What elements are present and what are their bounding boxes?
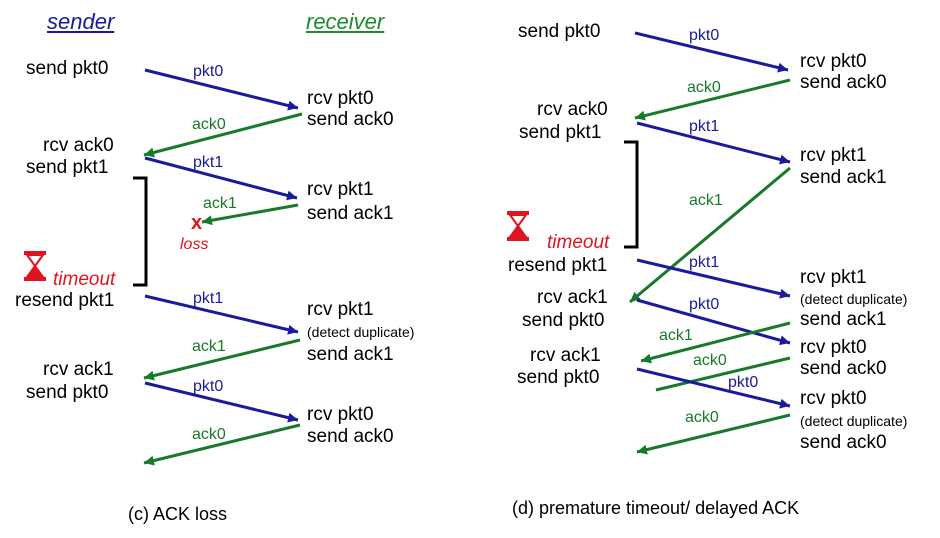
- c-hourglass-icon: [24, 251, 46, 281]
- c-pkt1-resend-arrow: [144, 294, 299, 335]
- c-pkt0-b-arrow: [144, 381, 299, 423]
- c-rcv-ack1: rcv ack1: [43, 359, 114, 380]
- d-ack1-delayed-arrow: [629, 166, 791, 304]
- d-ack1-b-arrow: [640, 321, 791, 364]
- d-pkt0-label: pkt0: [689, 27, 720, 44]
- c-loss-label: loss: [180, 236, 209, 253]
- c-pkt1-arrow: [144, 156, 298, 201]
- d-rcv-ack0: rcv ack0: [537, 99, 608, 120]
- d-pkt1-resend-arrow: [636, 258, 791, 299]
- d-pkt0-c-arrow: [636, 367, 791, 409]
- d-send-pkt0-c: send pkt0: [517, 367, 600, 388]
- c-timeout-bracket: [133, 176, 148, 287]
- c-ack1-arrow: [143, 338, 301, 381]
- d-pkt0-c-label: pkt0: [728, 374, 759, 391]
- c-ack1-b-label: ack1: [192, 338, 226, 355]
- c-pkt0-label: pkt0: [193, 63, 224, 80]
- c-pkt0-b-label: pkt0: [193, 378, 224, 395]
- d-r-rcv-pkt0-b: rcv pkt0: [800, 337, 867, 358]
- d-pkt0-b-label: pkt0: [689, 296, 720, 313]
- c-ack0-label: ack0: [192, 116, 226, 133]
- d-r-send-ack1: send ack1: [800, 167, 887, 188]
- d-ack0-arrow: [634, 78, 791, 121]
- c-caption: (c) ACK loss: [128, 504, 228, 524]
- c-ack0-b-label: ack0: [192, 426, 226, 443]
- d-timeout-label: timeout: [547, 232, 610, 253]
- d-send-pkt1: send pkt1: [519, 122, 602, 143]
- d-pkt0-b-arrow: [636, 298, 791, 346]
- d-ack0-b-label: ack0: [693, 352, 727, 369]
- d-timeout-bracket: [624, 140, 639, 249]
- d-ack0-b-arrow: [655, 356, 791, 392]
- c-send-pkt0: send pkt0: [26, 58, 109, 79]
- c-r-rcv-pkt0-b: rcv pkt0: [307, 404, 374, 425]
- d-r-rcv-pkt1-b: rcv pkt1: [800, 267, 867, 288]
- c-r-rcv-pkt0: rcv pkt0: [307, 88, 374, 109]
- receiver-header: receiver: [306, 9, 385, 34]
- x-mark-icon: x: [191, 212, 203, 234]
- d-pkt1-b-label: pkt1: [689, 254, 720, 271]
- d-r-rcv-pkt0: rcv pkt0: [800, 51, 867, 72]
- d-send-pkt0: send pkt0: [518, 21, 601, 42]
- d-ack0-label: ack0: [687, 79, 721, 96]
- c-ack0-b-arrow: [143, 423, 301, 466]
- c-ack0-arrow: [143, 112, 303, 158]
- c-send-pkt0-b: send pkt0: [26, 382, 109, 403]
- c-r-send-ack0: send ack0: [307, 109, 394, 130]
- c-r-send-ack1-b: send ack1: [307, 344, 394, 365]
- c-send-pkt1: send pkt1: [26, 157, 109, 178]
- d-hourglass-icon: [507, 211, 529, 241]
- d-rcv-ack1-b: rcv ack1: [530, 345, 601, 366]
- d-pkt1-label: pkt1: [689, 118, 720, 135]
- d-rcv-ack1: rcv ack1: [537, 287, 608, 308]
- c-resend-pkt1: resend pkt1: [15, 290, 115, 311]
- c-pkt0-arrow: [144, 68, 299, 111]
- d-ack1-b-label: ack1: [659, 327, 693, 344]
- c-r-detect-duplicate: (detect duplicate): [307, 324, 415, 340]
- c-ack1-label: ack1: [203, 195, 237, 212]
- c-r-send-ack0-b: send ack0: [307, 426, 394, 447]
- d-r-rcv-pkt1: rcv pkt1: [800, 145, 867, 166]
- c-pkt1-b-label: pkt1: [193, 290, 224, 307]
- c-timeout-label: timeout: [53, 269, 116, 290]
- d-pkt1-arrow: [636, 121, 791, 165]
- d-r-detect-duplicate: (detect duplicate): [800, 291, 908, 307]
- c-r-rcv-pkt1: rcv pkt1: [307, 179, 374, 200]
- d-r-send-ack1-b: send ack1: [800, 309, 887, 330]
- c-pkt1-label: pkt1: [193, 154, 224, 171]
- d-ack0-c-arrow: [636, 413, 791, 455]
- d-send-pkt0-b: send pkt0: [522, 310, 605, 331]
- d-r-detect-duplicate-b: (detect duplicate): [800, 413, 908, 429]
- d-r-send-ack0-c: send ack0: [800, 432, 887, 453]
- d-ack0-c-label: ack0: [685, 409, 719, 426]
- d-caption: (d) premature timeout/ delayed ACK: [512, 498, 800, 518]
- sender-header: sender: [47, 9, 115, 34]
- c-r-rcv-pkt1-b: rcv pkt1: [307, 299, 374, 320]
- d-r-send-ack0-b: send ack0: [800, 358, 887, 379]
- c-rcv-ack0: rcv ack0: [43, 135, 114, 156]
- d-r-send-ack0: send ack0: [800, 72, 887, 93]
- c-r-send-ack1: send ack1: [307, 203, 394, 224]
- c-ack1-lost-arrow: [201, 203, 299, 226]
- d-pkt0-arrow: [634, 31, 789, 73]
- d-r-rcv-pkt0-c: rcv pkt0: [800, 388, 867, 409]
- d-resend-pkt1: resend pkt1: [508, 255, 608, 276]
- d-ack1-label: ack1: [689, 192, 723, 209]
